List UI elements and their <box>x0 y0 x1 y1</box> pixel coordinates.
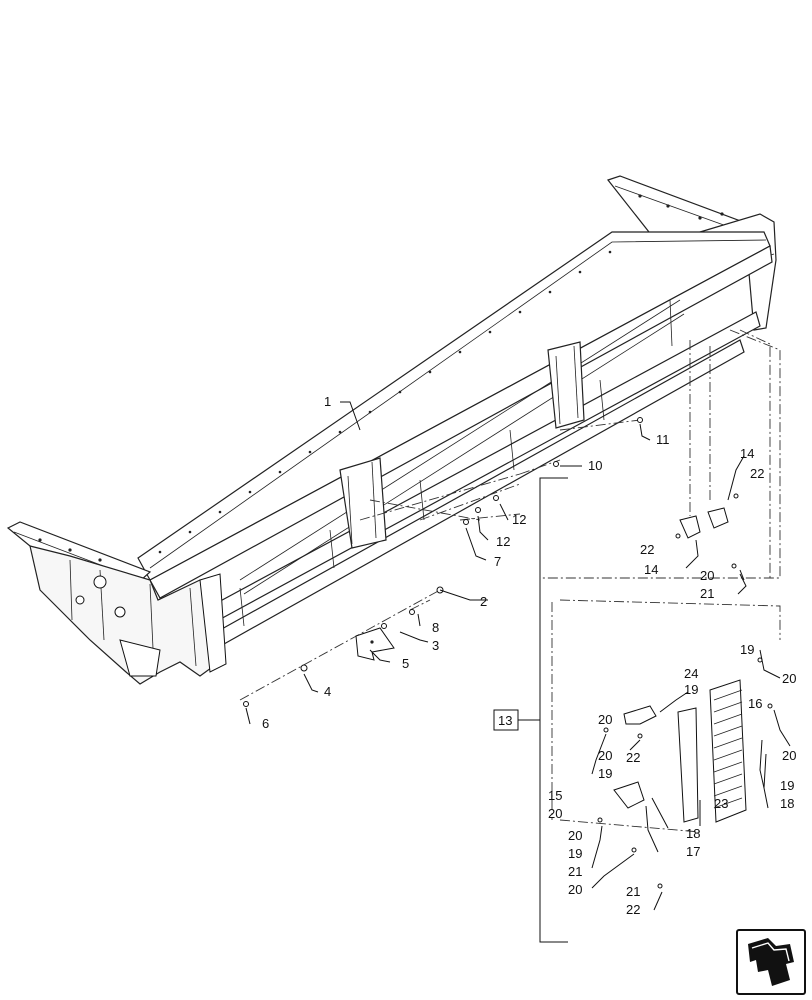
callout-20-c: 20 <box>598 712 612 727</box>
group-13-bracket <box>539 329 781 943</box>
callout-20-h: 20 <box>568 882 582 897</box>
callout-20-e: 20 <box>598 748 612 763</box>
callout-21-c: 21 <box>626 884 640 899</box>
callout-18-a: 18 <box>780 796 794 811</box>
callout-13: 13 <box>498 713 512 728</box>
callout-15: 15 <box>548 788 562 803</box>
callout-17: 17 <box>686 844 700 859</box>
callout-24: 24 <box>684 666 698 681</box>
callout-12-lower: 12 <box>496 534 510 549</box>
callout-5: 5 <box>402 656 409 671</box>
callout-19-a: 19 <box>740 642 754 657</box>
callout-22-d: 22 <box>626 902 640 917</box>
callout-14-lower: 14 <box>644 562 658 577</box>
callout-3: 3 <box>432 638 439 653</box>
callout-20-g: 20 <box>568 828 582 843</box>
callout-6: 6 <box>262 716 269 731</box>
callout-8: 8 <box>432 620 439 635</box>
callout-20-a: 20 <box>700 568 714 583</box>
header-frame <box>6 175 777 685</box>
callout-20-d: 20 <box>782 748 796 763</box>
callout-7: 7 <box>494 554 501 569</box>
callout-19-b: 19 <box>684 682 698 697</box>
callout-22-mid: 22 <box>640 542 654 557</box>
callout-12-upper: 12 <box>512 512 526 527</box>
callout-11: 11 <box>656 432 670 447</box>
navigation-arrow-icon[interactable] <box>736 929 806 995</box>
callout-22-c: 22 <box>626 750 640 765</box>
callout-21-a: 21 <box>700 586 714 601</box>
callout-20-b: 20 <box>782 671 796 686</box>
callout-19-c: 19 <box>598 766 612 781</box>
callout-21-b: 21 <box>568 864 582 879</box>
rail-holes <box>158 250 612 554</box>
callout-20-f: 20 <box>548 806 562 821</box>
center-hardware <box>239 417 643 707</box>
callout-19-d: 19 <box>780 778 794 793</box>
callout-14-upper: 14 <box>740 446 754 461</box>
callout-16: 16 <box>748 696 762 711</box>
callout-1: 1 <box>324 394 331 409</box>
callout-4: 4 <box>324 684 331 699</box>
callout-22-upper: 22 <box>750 466 764 481</box>
callout-10: 10 <box>588 458 602 473</box>
callout-19-e: 19 <box>568 846 582 861</box>
callout-23: 23 <box>714 796 728 811</box>
callout-labels: 1 2 8 3 5 4 6 7 12 12 10 11 13 14 22 22 … <box>262 394 796 917</box>
leader-lines <box>245 401 791 911</box>
callout-2: 2 <box>480 594 487 609</box>
callout-18-b: 18 <box>686 826 700 841</box>
